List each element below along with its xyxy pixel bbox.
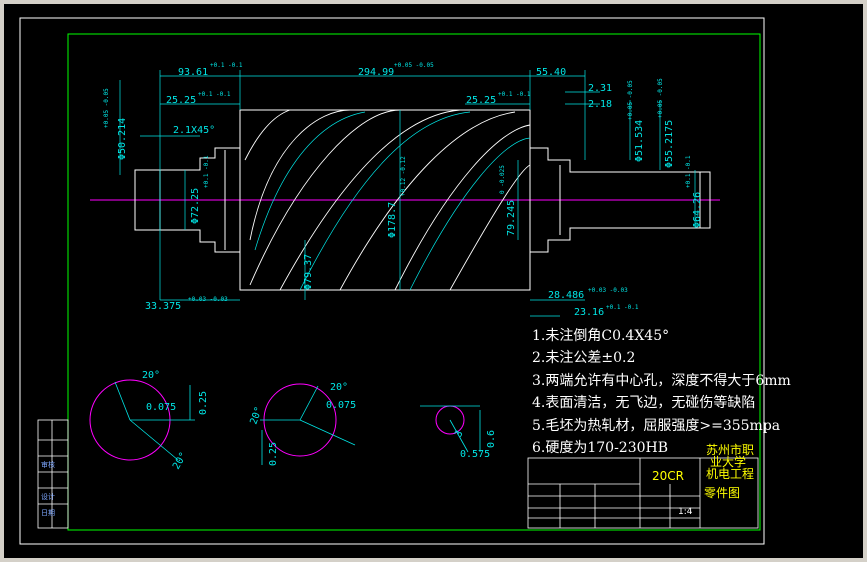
outer-border	[19, 17, 765, 545]
dim-phi64-tol: +0.1 -0.1	[685, 155, 692, 188]
s2-angle-top: 20°	[330, 382, 348, 393]
dim-25-right: 25.25	[466, 95, 496, 106]
title-block-texts: 20CR 苏州市职 业大学 机电工程 零件图 1:4	[652, 442, 754, 517]
helical-lobes-secondary	[254, 111, 531, 291]
dim-phi55: Φ55.2175	[664, 120, 675, 168]
revision-table	[37, 419, 69, 529]
drawing-canvas	[4, 4, 863, 558]
dim-294-tol: +0.05 -0.05	[394, 62, 434, 69]
dim-28-tol: +0.03 -0.03	[588, 287, 628, 294]
technical-notes: 1.未注倒角C0.4X45° 2.未注公差±0.2 3.两端允许有中心孔，深度不…	[532, 328, 791, 456]
dim-phi55-tol: +0.05 -0.05	[657, 78, 664, 118]
dim-28: 28.486	[548, 290, 584, 301]
inner-border	[67, 33, 761, 531]
dim-phi50-tol: +0.05 -0.05	[103, 88, 110, 128]
rev-label-2: 设计	[41, 492, 55, 501]
s3-dim-c: 0.575	[460, 449, 490, 460]
dim-phi51-tol: +0.05 -0.05	[627, 80, 634, 120]
dim-chamfer: 2.1X45°	[173, 125, 215, 136]
s3-dim-a: 3	[453, 429, 466, 440]
dim-phi178-tol: +0.12 -0.12	[400, 156, 407, 196]
school-line-3: 机电工程	[706, 466, 754, 481]
dim-294: 294.99	[358, 67, 394, 78]
dim-55: 55.40	[536, 67, 566, 78]
section-view-2: 20° 20° 0.075 0.25	[248, 382, 356, 466]
drawing-name: 零件图	[704, 486, 740, 500]
dim-phi50: Φ50.214	[117, 118, 128, 160]
s3-dim-b: 0.6	[486, 430, 497, 448]
dim-25-left: 25.25	[166, 95, 196, 106]
dim-phi64: Φ64.26	[692, 192, 703, 228]
dim-phi72: Φ72.25	[190, 188, 201, 224]
note-5: 5.毛坯为热轧材，屈服强度>=355mpa	[532, 418, 780, 434]
dim-phi72-tol: +0.1 -0.1	[203, 155, 210, 188]
revision-table-texts: 审核 设计 日期	[41, 460, 55, 517]
note-2: 2.未注公差±0.2	[532, 350, 635, 366]
dim-93-tol: +0.1 -0.1	[210, 62, 243, 69]
dim-phi79: Φ79.37	[303, 254, 314, 290]
dim-23-tol: +0.1 -0.1	[606, 304, 639, 311]
rev-label-3: 日期	[41, 509, 55, 517]
dim-93: 93.61	[178, 67, 208, 78]
s1-angle-top: 20°	[142, 370, 160, 381]
dim-phi178: Φ178.7	[387, 202, 398, 238]
note-4: 4.表面清洁，无飞边，无碰伤等缺陷	[532, 394, 755, 411]
dim-2-31: 2.31	[588, 83, 612, 94]
note-1: 1.未注倒角C0.4X45°	[532, 328, 669, 344]
dim-33-tol: +0.03 -0.03	[188, 296, 228, 303]
rev-label-1: 审核	[41, 460, 55, 469]
s2-height: 0.25	[268, 442, 279, 466]
title-block	[527, 457, 759, 529]
section-view-3: 3 0.6 0.575	[420, 405, 497, 460]
dim-2-18: 2.18	[588, 99, 612, 110]
note-6: 6.硬度为170-230HB	[532, 440, 668, 456]
dim-phi51: Φ51.534	[634, 120, 645, 162]
dim-79-245: 79.245	[506, 200, 517, 236]
scale-label: 1:4	[678, 507, 693, 517]
dim-33: 33.375	[145, 301, 181, 312]
material-label: 20CR	[652, 469, 684, 483]
school-line-1: 苏州市职	[706, 442, 754, 457]
s1-radius: 0.075	[146, 402, 176, 413]
dimension-texts: 93.61 +0.1 -0.1 294.99 +0.05 -0.05 55.40…	[103, 62, 703, 318]
s1-height: 0.25	[198, 391, 209, 415]
dimension-lines	[119, 70, 696, 317]
s2-radius: 0.075	[326, 400, 356, 411]
dim-25-right-tol: +0.1 -0.1	[498, 91, 531, 98]
note-3: 3.两端允许有中心孔，深度不得大于6mm	[532, 372, 791, 389]
dim-79-245-tol: 0 -0.025	[499, 165, 506, 194]
dim-25-left-tol: +0.1 -0.1	[198, 91, 231, 98]
helical-lobes	[244, 109, 531, 291]
school-line-2: 业大学	[710, 454, 746, 469]
dim-23: 23.16	[574, 307, 604, 318]
